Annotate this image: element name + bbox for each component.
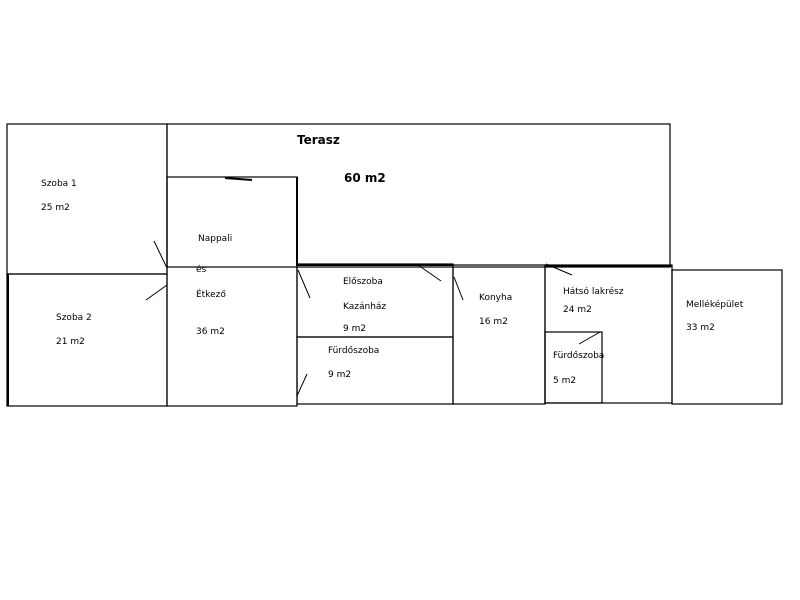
- terasz-area: 60 m2: [344, 171, 386, 185]
- furdoszoba2-outline: [544, 331, 603, 404]
- hatso-area: 24 m2: [563, 305, 592, 315]
- furdoszoba1-area: 9 m2: [328, 370, 351, 380]
- door-szoba1: [153, 240, 168, 269]
- szoba1-area: 25 m2: [41, 203, 70, 213]
- mellekepulet-outline: [671, 269, 783, 405]
- nappali-outline: [166, 176, 298, 407]
- door-konyha: [453, 276, 464, 301]
- door-szoba2: [145, 284, 168, 301]
- eloszoba-outline: [296, 263, 454, 338]
- nappali-label-2: és: [196, 264, 207, 275]
- door-furdoszoba2: [578, 331, 601, 345]
- eloszoba-area: 9 m2: [343, 324, 366, 334]
- nappali-area: 36 m2: [196, 327, 225, 337]
- szoba2-area: 21 m2: [56, 337, 85, 347]
- nappali-label-1: Nappali: [198, 234, 232, 244]
- nappali-label-3: Étkező: [196, 288, 226, 300]
- nappali-top-door-mark: [224, 177, 253, 181]
- konyha-outline: [452, 264, 546, 405]
- furdoszoba2-label: Fürdőszoba: [553, 351, 604, 361]
- kazanhaz-label: Kazánház: [343, 302, 386, 312]
- door-eloszoba-left: [297, 269, 311, 299]
- mellekepulet-label: Melléképület: [686, 299, 744, 310]
- szoba1-outline: [6, 123, 168, 275]
- door-hatso: [545, 263, 573, 276]
- terasz-label: Terasz: [297, 133, 340, 147]
- konyha-label: Konyha: [479, 293, 512, 303]
- konyha-area: 16 m2: [479, 317, 508, 327]
- furdoszoba1-label: Fürdőszoba: [328, 346, 379, 356]
- szoba2-outline: [6, 273, 168, 407]
- szoba2-label: Szoba 2: [56, 313, 92, 323]
- furdoszoba2-area: 5 m2: [553, 376, 576, 386]
- door-furdoszoba1: [296, 373, 308, 397]
- szoba1-label: Szoba 1: [41, 179, 77, 189]
- hatso-label: Hátsó lakrész: [563, 286, 624, 297]
- terasz-outline: [166, 123, 671, 268]
- eloszoba-label: Előszoba: [343, 277, 383, 287]
- mellekepulet-area: 33 m2: [686, 323, 715, 333]
- door-eloszoba-top: [417, 264, 442, 282]
